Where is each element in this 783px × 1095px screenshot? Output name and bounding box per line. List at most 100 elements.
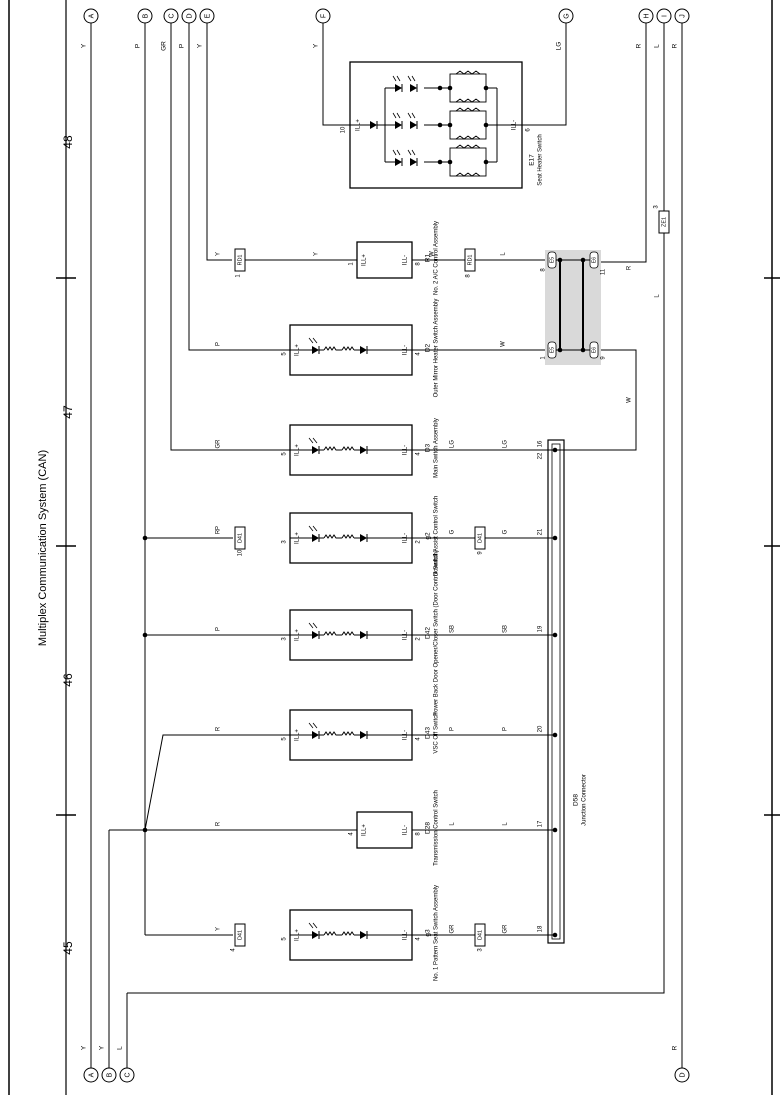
connector-letter: G — [563, 13, 570, 18]
led-diode — [312, 446, 319, 454]
led-diode — [312, 731, 319, 739]
component-description: Main Switch Assembly — [434, 418, 440, 478]
wire-color-label: LG — [503, 440, 509, 448]
resistor — [455, 107, 481, 112]
wire-color-label: Y — [81, 1045, 88, 1050]
junction-pin: 20 — [538, 725, 544, 732]
junction-dot — [557, 257, 563, 263]
led-diode — [395, 84, 402, 92]
pin-label-minus: ILL- — [403, 825, 409, 835]
wire-color-label: SB — [503, 625, 509, 633]
wire-color-label: W — [627, 397, 633, 403]
led-diode — [410, 121, 417, 129]
pin-number: 4 — [416, 352, 422, 356]
connector-letter: C — [168, 13, 175, 18]
diode — [360, 446, 367, 454]
connector-tag — [234, 526, 246, 550]
component-id: D3 — [425, 443, 432, 452]
light-arrow — [392, 75, 401, 82]
pin-number: 10 — [341, 126, 347, 133]
wire-L — [127, 232, 665, 994]
wire-color-label: L — [655, 294, 661, 298]
resistor — [455, 70, 481, 75]
connector-letter: H — [643, 13, 650, 18]
wire-color-label: L — [117, 1046, 124, 1050]
wire-color-label: P — [135, 44, 142, 48]
wire-color-label: SB — [450, 625, 456, 633]
resistor — [455, 172, 481, 177]
pin-label-plus: ILL+ — [362, 824, 368, 836]
junction-connector-desc: Junction Connector — [582, 774, 588, 826]
junction-dot — [580, 257, 586, 263]
wire-color-label: GR — [503, 924, 509, 934]
connector-letter: A — [88, 1072, 95, 1077]
wire-color-label: L — [503, 822, 509, 826]
pin-number: 1 — [349, 262, 355, 266]
pin-number: 5 — [282, 737, 288, 741]
wire-W — [555, 349, 637, 451]
connector-tag-label: RD1 — [467, 254, 473, 265]
wire-R-D43 — [144, 734, 290, 831]
splice-pin: E6 — [591, 347, 597, 353]
wire-color-label: GR — [161, 41, 168, 51]
component-id: D43 — [425, 727, 432, 739]
splice-terminal — [589, 341, 599, 359]
diode — [360, 534, 367, 542]
resistor — [323, 346, 355, 351]
pin-number: 6 — [526, 128, 532, 132]
pin-number: 4 — [349, 832, 355, 836]
component-description: Seat Heater Switch — [538, 134, 544, 185]
junction-connector-inner — [551, 443, 561, 940]
page-title: Multiplex Communication System (CAN) — [37, 450, 49, 646]
wire-color-label: P — [216, 342, 222, 346]
light-arrow — [308, 922, 318, 929]
junction-pin: 17 — [538, 820, 544, 827]
junction-dot — [580, 347, 586, 353]
wire-color-label: L — [450, 822, 456, 826]
junction-dot — [483, 159, 489, 165]
connector-tag-label: D41 — [477, 930, 483, 940]
wire-color-label: R — [636, 43, 643, 48]
junction-pin: 19 — [538, 625, 544, 632]
component-box — [356, 241, 413, 279]
component-description: Outer Mirror Heater Switch Assembly — [434, 299, 440, 398]
pin-number: 5 — [282, 352, 288, 356]
pin-label-minus: ILL- — [403, 255, 409, 265]
pin-number: 8 — [416, 832, 422, 836]
junction-dot — [447, 159, 453, 165]
led-diode — [410, 84, 417, 92]
pin-number: 5 — [282, 452, 288, 456]
resistor — [323, 446, 355, 451]
wire-color-label: L — [501, 252, 507, 256]
led-diode — [410, 158, 417, 166]
diode — [360, 931, 367, 939]
connector-letter: B — [142, 13, 149, 18]
connector-tag — [474, 923, 486, 947]
wire-color-label: LG — [556, 42, 563, 51]
pin-number: 4 — [416, 937, 422, 941]
page-number: 48 — [61, 135, 75, 149]
wire-color-label: Y — [314, 252, 320, 256]
wire-color-label: L — [654, 44, 661, 48]
connector-pin: 3 — [478, 948, 484, 952]
junction-dot — [552, 535, 558, 541]
connector-letter: C — [124, 1072, 131, 1077]
light-arrow — [392, 149, 401, 156]
wire-GR — [170, 23, 290, 451]
connector-letter: I — [661, 15, 668, 17]
connector-pin: 1 — [236, 274, 242, 278]
pin-number: 2 — [416, 540, 422, 544]
page-number: 45 — [61, 941, 75, 955]
wire-color-label: P — [503, 727, 509, 731]
wire-color-label: G — [503, 529, 509, 534]
component-D28 — [356, 811, 413, 849]
junction-dot — [483, 122, 489, 128]
resistor — [455, 144, 481, 149]
pin-number: 2 — [416, 637, 422, 641]
connector-letter: F — [320, 14, 327, 18]
component-box — [356, 811, 413, 849]
pin-label-plus: ILL+ — [362, 254, 368, 266]
splice-pin: 11 — [601, 268, 607, 275]
component-id: E17 — [529, 154, 536, 166]
